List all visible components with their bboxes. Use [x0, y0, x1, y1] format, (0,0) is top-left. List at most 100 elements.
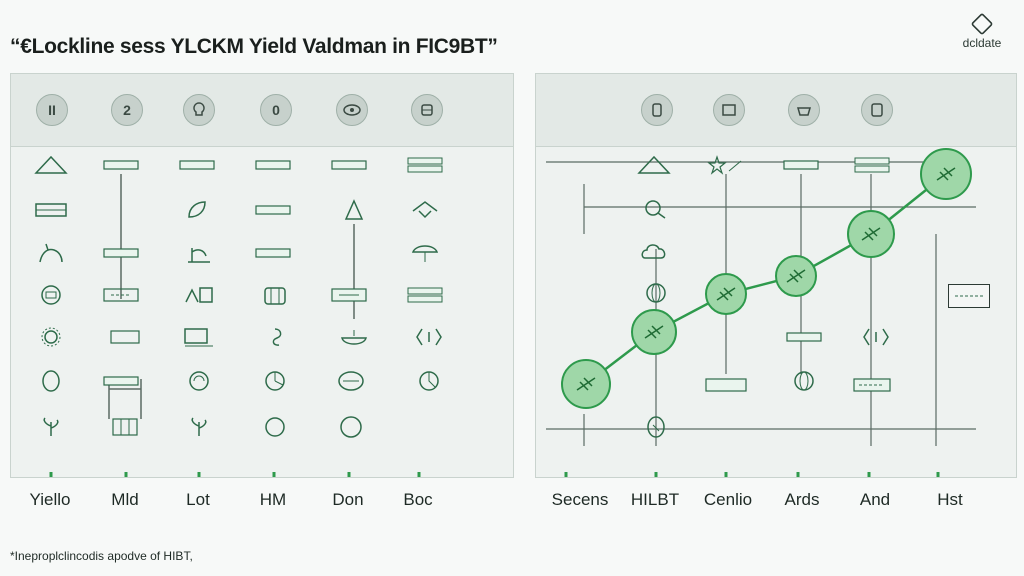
pin-icon: [638, 416, 674, 438]
hand-icon: [181, 284, 217, 306]
bracket-icon: [858, 326, 894, 348]
node-glyph-icon: [936, 167, 956, 181]
monitor-icon: [181, 326, 217, 348]
left-diagram-panel: II 2 0: [10, 73, 514, 478]
node-glyph-icon: [576, 377, 596, 391]
bar-icon: [331, 154, 367, 176]
bar-icon: [255, 242, 291, 264]
cup-icon: [871, 103, 883, 117]
right-column-label-1: Secens: [551, 490, 609, 509]
bar-icon: [255, 154, 291, 176]
logo-text: dcldate: [962, 36, 1002, 50]
right-column-label-4: Ards: [784, 490, 820, 509]
double-bar-icon: [407, 154, 443, 176]
bottle-icon: [652, 103, 662, 117]
right-connectors: [546, 148, 976, 477]
label-box-icon: [853, 374, 891, 396]
right-column-label-6: Hst: [937, 490, 963, 509]
cookie-icon: [181, 370, 217, 392]
right-header-band: [536, 74, 1016, 147]
header-badge-5: [336, 94, 368, 126]
arrow-icon: [407, 199, 443, 221]
bulb-icon: [193, 102, 205, 116]
footnote: *Ineproplclincodis apodve of HIBT,: [10, 549, 193, 563]
globe-icon: [638, 282, 674, 304]
header-badge-2: 2: [111, 94, 143, 126]
trend-line-group: [561, 148, 972, 409]
coin-icon: [33, 284, 69, 306]
left-column-label-5: Don: [332, 490, 364, 509]
double-bar-icon: [854, 154, 890, 176]
plant-icon: [181, 242, 217, 264]
bar-icon: [103, 242, 139, 264]
header-badge-6: [411, 94, 443, 126]
oval-icon: [33, 370, 69, 392]
diamond-logo-icon: [970, 12, 994, 36]
header-badge-r4: [861, 94, 893, 126]
bowl-icon: [336, 326, 372, 348]
label-box-icon: [331, 284, 367, 306]
box-icon: [722, 104, 736, 116]
left-connectors: [49, 174, 421, 477]
tray-icon: [33, 199, 69, 221]
bar-icon: [786, 326, 822, 348]
star-icon: [707, 154, 744, 176]
right-diagram-panel: [535, 73, 1017, 478]
left-column-label-2: Mld: [111, 490, 139, 509]
header-badge-r2: [713, 94, 745, 126]
left-column-label-4: HM: [259, 490, 287, 509]
flask-icon: [336, 199, 372, 221]
shell-icon: [411, 370, 447, 392]
gear-icon: [33, 326, 69, 348]
umbrella-icon: [407, 242, 443, 264]
eye-icon: [343, 104, 361, 116]
left-column-label-6: Boc: [403, 490, 433, 509]
bar-icon: [705, 374, 747, 396]
side-label-box: [948, 284, 990, 308]
bar-icon: [783, 154, 819, 176]
pie-icon: [257, 370, 293, 392]
swirl-icon: [257, 326, 293, 348]
right-column-label-2: HILBT: [630, 490, 680, 509]
node-glyph-icon: [861, 227, 881, 241]
bar-icon: [103, 154, 139, 176]
bar-icon: [179, 154, 215, 176]
triangle-icon: [636, 154, 672, 176]
label-box-icon: [103, 284, 139, 306]
node-glyph-icon: [644, 325, 664, 339]
triangle-icon: [33, 154, 69, 176]
header-badge-4: 0: [260, 94, 292, 126]
node-glyph-icon: [786, 269, 806, 283]
globe-icon: [786, 370, 822, 392]
double-bar-icon: [407, 284, 443, 306]
leaf-icon: [179, 199, 215, 221]
cage-icon: [107, 416, 143, 438]
jar-icon: [257, 284, 293, 306]
bar-icon: [255, 199, 291, 221]
circle-icon: [257, 416, 293, 438]
badge-text: 0: [272, 102, 280, 118]
header-badge-1: II: [36, 94, 68, 126]
cup-icon: [421, 104, 433, 116]
header-badge-3: [183, 94, 215, 126]
header-badge-r1: [641, 94, 673, 126]
bracket-icon: [411, 326, 447, 348]
herb-icon: [33, 416, 69, 438]
left-column-label-3: Lot: [186, 490, 210, 509]
node-glyph-icon: [716, 287, 736, 301]
badge-text: 2: [123, 102, 131, 118]
herb-icon: [181, 416, 217, 438]
badge-text: II: [48, 102, 56, 118]
cloud-icon: [638, 240, 674, 262]
basket-icon: [797, 107, 811, 116]
header-badge-r3: [788, 94, 820, 126]
animal-icon: [33, 242, 69, 264]
right-column-label-5: And: [859, 490, 891, 509]
left-column-label-1: Yiello: [29, 490, 71, 509]
circle-icon: [333, 416, 369, 438]
brand-logo: dcldate: [952, 12, 1012, 50]
right-column-label-3: Cenlio: [703, 490, 753, 509]
magnifier-icon: [638, 198, 674, 220]
disk-icon: [333, 370, 369, 392]
page-title: “€Lockline sess YLCKM Yield Valdman in F…: [10, 35, 498, 58]
